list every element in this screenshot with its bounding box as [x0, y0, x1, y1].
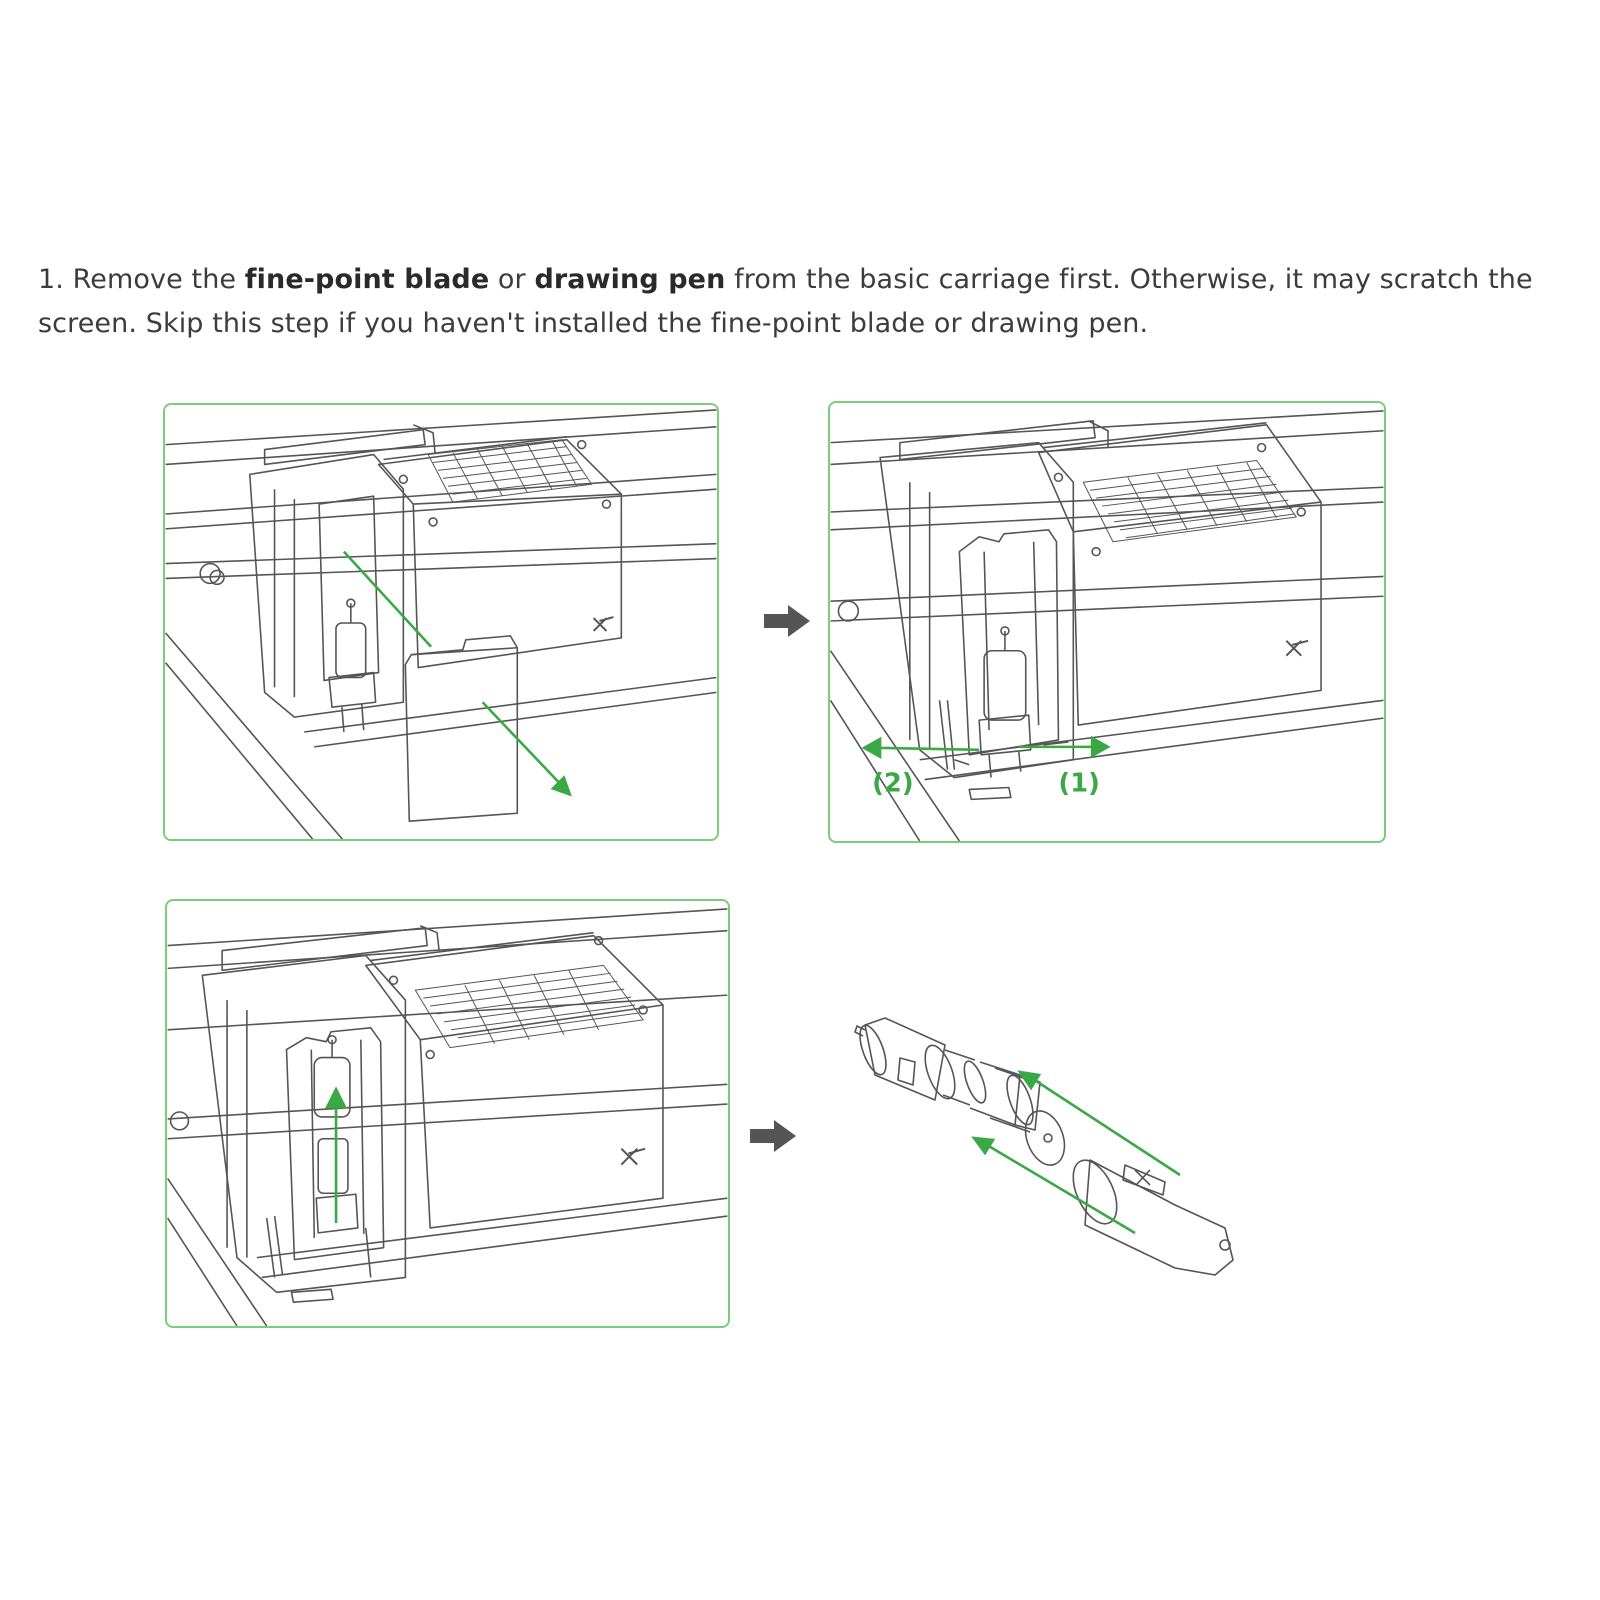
illustration-panel-open-cover	[163, 403, 719, 841]
illustration-panel-release-clamp: (2) (1)	[828, 401, 1386, 843]
carriage-pull-holder-illustration	[167, 908, 728, 1326]
step-text-1: Remove the	[63, 264, 245, 295]
step-text-3: from the basic carriage first. Otherwise…	[38, 264, 1533, 339]
step-number: 1.	[38, 264, 64, 295]
step-label-1: (1)	[1058, 768, 1099, 798]
fine-point-blade-term: fine-point blade	[244, 264, 490, 295]
carriage-open-cover-illustration	[165, 409, 717, 839]
pen-holder-separation-illustration	[854, 1017, 1234, 1276]
step-instruction: 1. Remove the fine-point blade or drawin…	[38, 258, 1588, 346]
drawing-pen-term: drawing pen	[534, 264, 726, 295]
step-label-2: (2)	[872, 768, 913, 798]
arrow-right-icon	[764, 605, 810, 637]
arrow-right-icon-2	[750, 1120, 796, 1152]
illustration-panel-pull-holder	[165, 899, 730, 1328]
step-text-2: or	[489, 264, 535, 295]
carriage-release-clamp-illustration: (2) (1)	[830, 410, 1384, 841]
